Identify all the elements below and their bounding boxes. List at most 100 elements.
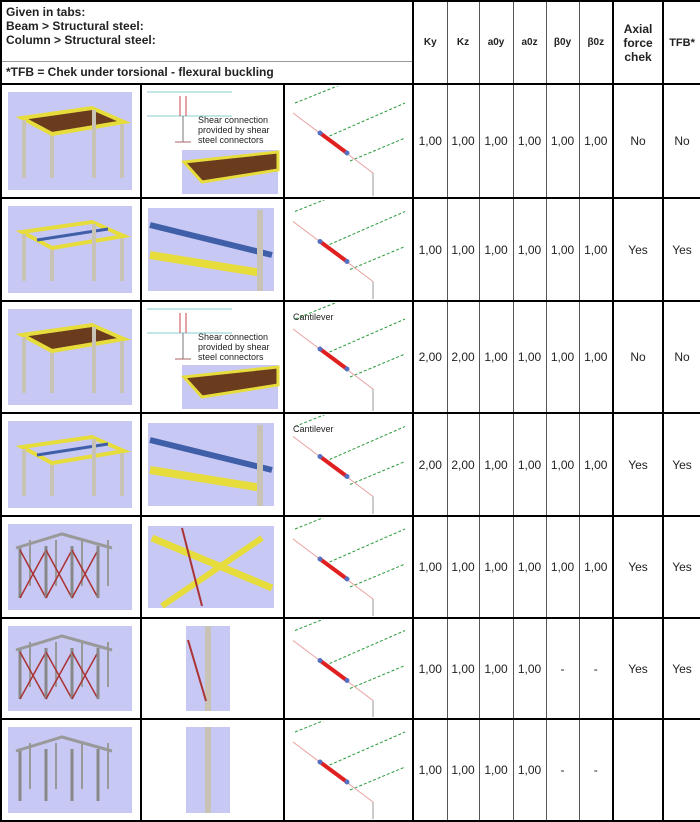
model-cell	[0, 83, 142, 199]
detail-caption: Shear connection provided by shear steel…	[198, 332, 270, 362]
diagram-bracing-line	[294, 721, 324, 733]
value-a0z: 1,00	[512, 515, 547, 619]
tfb-value	[662, 718, 700, 822]
axial-force-check-value	[612, 718, 665, 822]
detail-image	[186, 626, 230, 711]
diagram-bracing-line	[294, 86, 339, 104]
diagram-label: Cantilever	[293, 424, 334, 434]
diagram-bracing-line	[324, 102, 406, 139]
header-row: Given in tabs: Beam > Structural steel: …	[0, 0, 700, 85]
diagram-bracing-line	[324, 426, 406, 462]
diagram-bracing-line	[294, 415, 326, 427]
axial-force-check-value: Yes	[612, 617, 665, 720]
given-beam: Beam > Structural steel:	[6, 19, 144, 33]
detail-image	[147, 91, 280, 194]
value-a0y: 1,00	[478, 718, 514, 822]
diagram-bracing-line	[349, 461, 406, 485]
table-row: Shear connection provided by shear steel…	[0, 83, 700, 199]
value-kz: 1,00	[446, 83, 480, 199]
detail-cell: Shear connection provided by shear steel…	[140, 83, 285, 199]
axial-force-check-value: Yes	[612, 412, 665, 517]
value-a0z: 1,00	[512, 412, 547, 517]
value-a0y: 1,00	[478, 83, 514, 199]
detail-image	[186, 727, 230, 813]
value-a0z: 1,00	[512, 718, 547, 822]
value-b0y: 1,00	[545, 412, 580, 517]
given-title: Given in tabs:	[6, 5, 86, 19]
detail-image	[148, 208, 274, 291]
detail-cell	[140, 515, 285, 619]
value-a0z: 1,00	[512, 197, 547, 302]
col-header-kz: Kz	[446, 0, 480, 85]
value-ky: 2,00	[412, 412, 448, 517]
value-b0y: 1,00	[545, 83, 580, 199]
value-a0z: 1,00	[512, 300, 547, 414]
value-kz: 1,00	[446, 515, 480, 619]
diagram-bracing-line	[349, 563, 406, 588]
col-header-axial-force-check: Axial force chek	[612, 0, 665, 85]
diagram-critical-member	[318, 454, 349, 479]
value-b0z: -	[578, 718, 614, 822]
value-b0z: 1,00	[578, 197, 614, 302]
value-kz: 1,00	[446, 718, 480, 822]
value-b0y: -	[545, 718, 580, 822]
diagram-bracing-line	[294, 303, 337, 320]
buckling-diagram	[292, 721, 406, 819]
diagram-critical-member	[318, 760, 349, 784]
col-header-b0z: β0z	[578, 0, 614, 85]
tfb-note: *TFB = Chek under torsional - flexural b…	[2, 61, 413, 82]
diagram-bracing-line	[324, 318, 406, 355]
structure-model-image	[8, 421, 132, 508]
col-header-tfb: TFB*	[662, 0, 700, 85]
value-a0y: 1,00	[478, 412, 514, 517]
value-a0z: 1,00	[512, 617, 547, 720]
value-ky: 1,00	[412, 515, 448, 619]
structure-model-image	[8, 626, 132, 711]
model-cell	[0, 718, 142, 822]
model-cell	[0, 617, 142, 720]
diagram-bracing-line	[349, 353, 406, 378]
value-b0y: 1,00	[545, 300, 580, 414]
table-row: Shear connection provided by shear steel…	[0, 300, 700, 414]
diagram-critical-member	[318, 658, 349, 683]
diagram-bracing-line	[294, 620, 323, 631]
buckling-diagram	[292, 200, 406, 299]
diagram-bracing-line	[324, 211, 406, 247]
col-header-ky: Ky	[412, 0, 448, 85]
value-b0z: -	[578, 617, 614, 720]
structure-model-image	[8, 727, 132, 813]
diagram-bracing-line	[324, 630, 406, 666]
value-b0y: 1,00	[545, 515, 580, 619]
diagram-bracing-line	[349, 246, 406, 270]
value-a0y: 1,00	[478, 197, 514, 302]
detail-cell	[140, 617, 285, 720]
diagram-bracing-line	[349, 766, 406, 791]
tfb-value: Yes	[662, 515, 700, 619]
tfb-value: Yes	[662, 197, 700, 302]
diagram-critical-member	[318, 239, 349, 264]
diagram-cell: Cantilever	[283, 412, 415, 517]
axial-force-check-value: Yes	[612, 515, 665, 619]
value-kz: 2,00	[446, 412, 480, 517]
buckling-diagram	[292, 303, 406, 411]
diagram-cell	[283, 197, 415, 302]
value-b0y: -	[545, 617, 580, 720]
given-column: Column > Structural steel:	[6, 33, 156, 47]
value-b0z: 1,00	[578, 412, 614, 517]
model-cell	[0, 412, 142, 517]
col-header-a0z: a0z	[512, 0, 547, 85]
value-b0y: 1,00	[545, 197, 580, 302]
diagram-bracing-line	[349, 665, 406, 689]
diagram-bracing-line	[294, 518, 324, 530]
diagram-cell	[283, 617, 415, 720]
tfb-value: No	[662, 300, 700, 414]
detail-cell	[140, 197, 285, 302]
value-a0z: 1,00	[512, 83, 547, 199]
axial-force-check-value: No	[612, 83, 665, 199]
axial-force-check-value: Yes	[612, 197, 665, 302]
diagram-critical-member	[318, 131, 349, 155]
detail-cell	[140, 412, 285, 517]
detail-cell	[140, 718, 285, 822]
